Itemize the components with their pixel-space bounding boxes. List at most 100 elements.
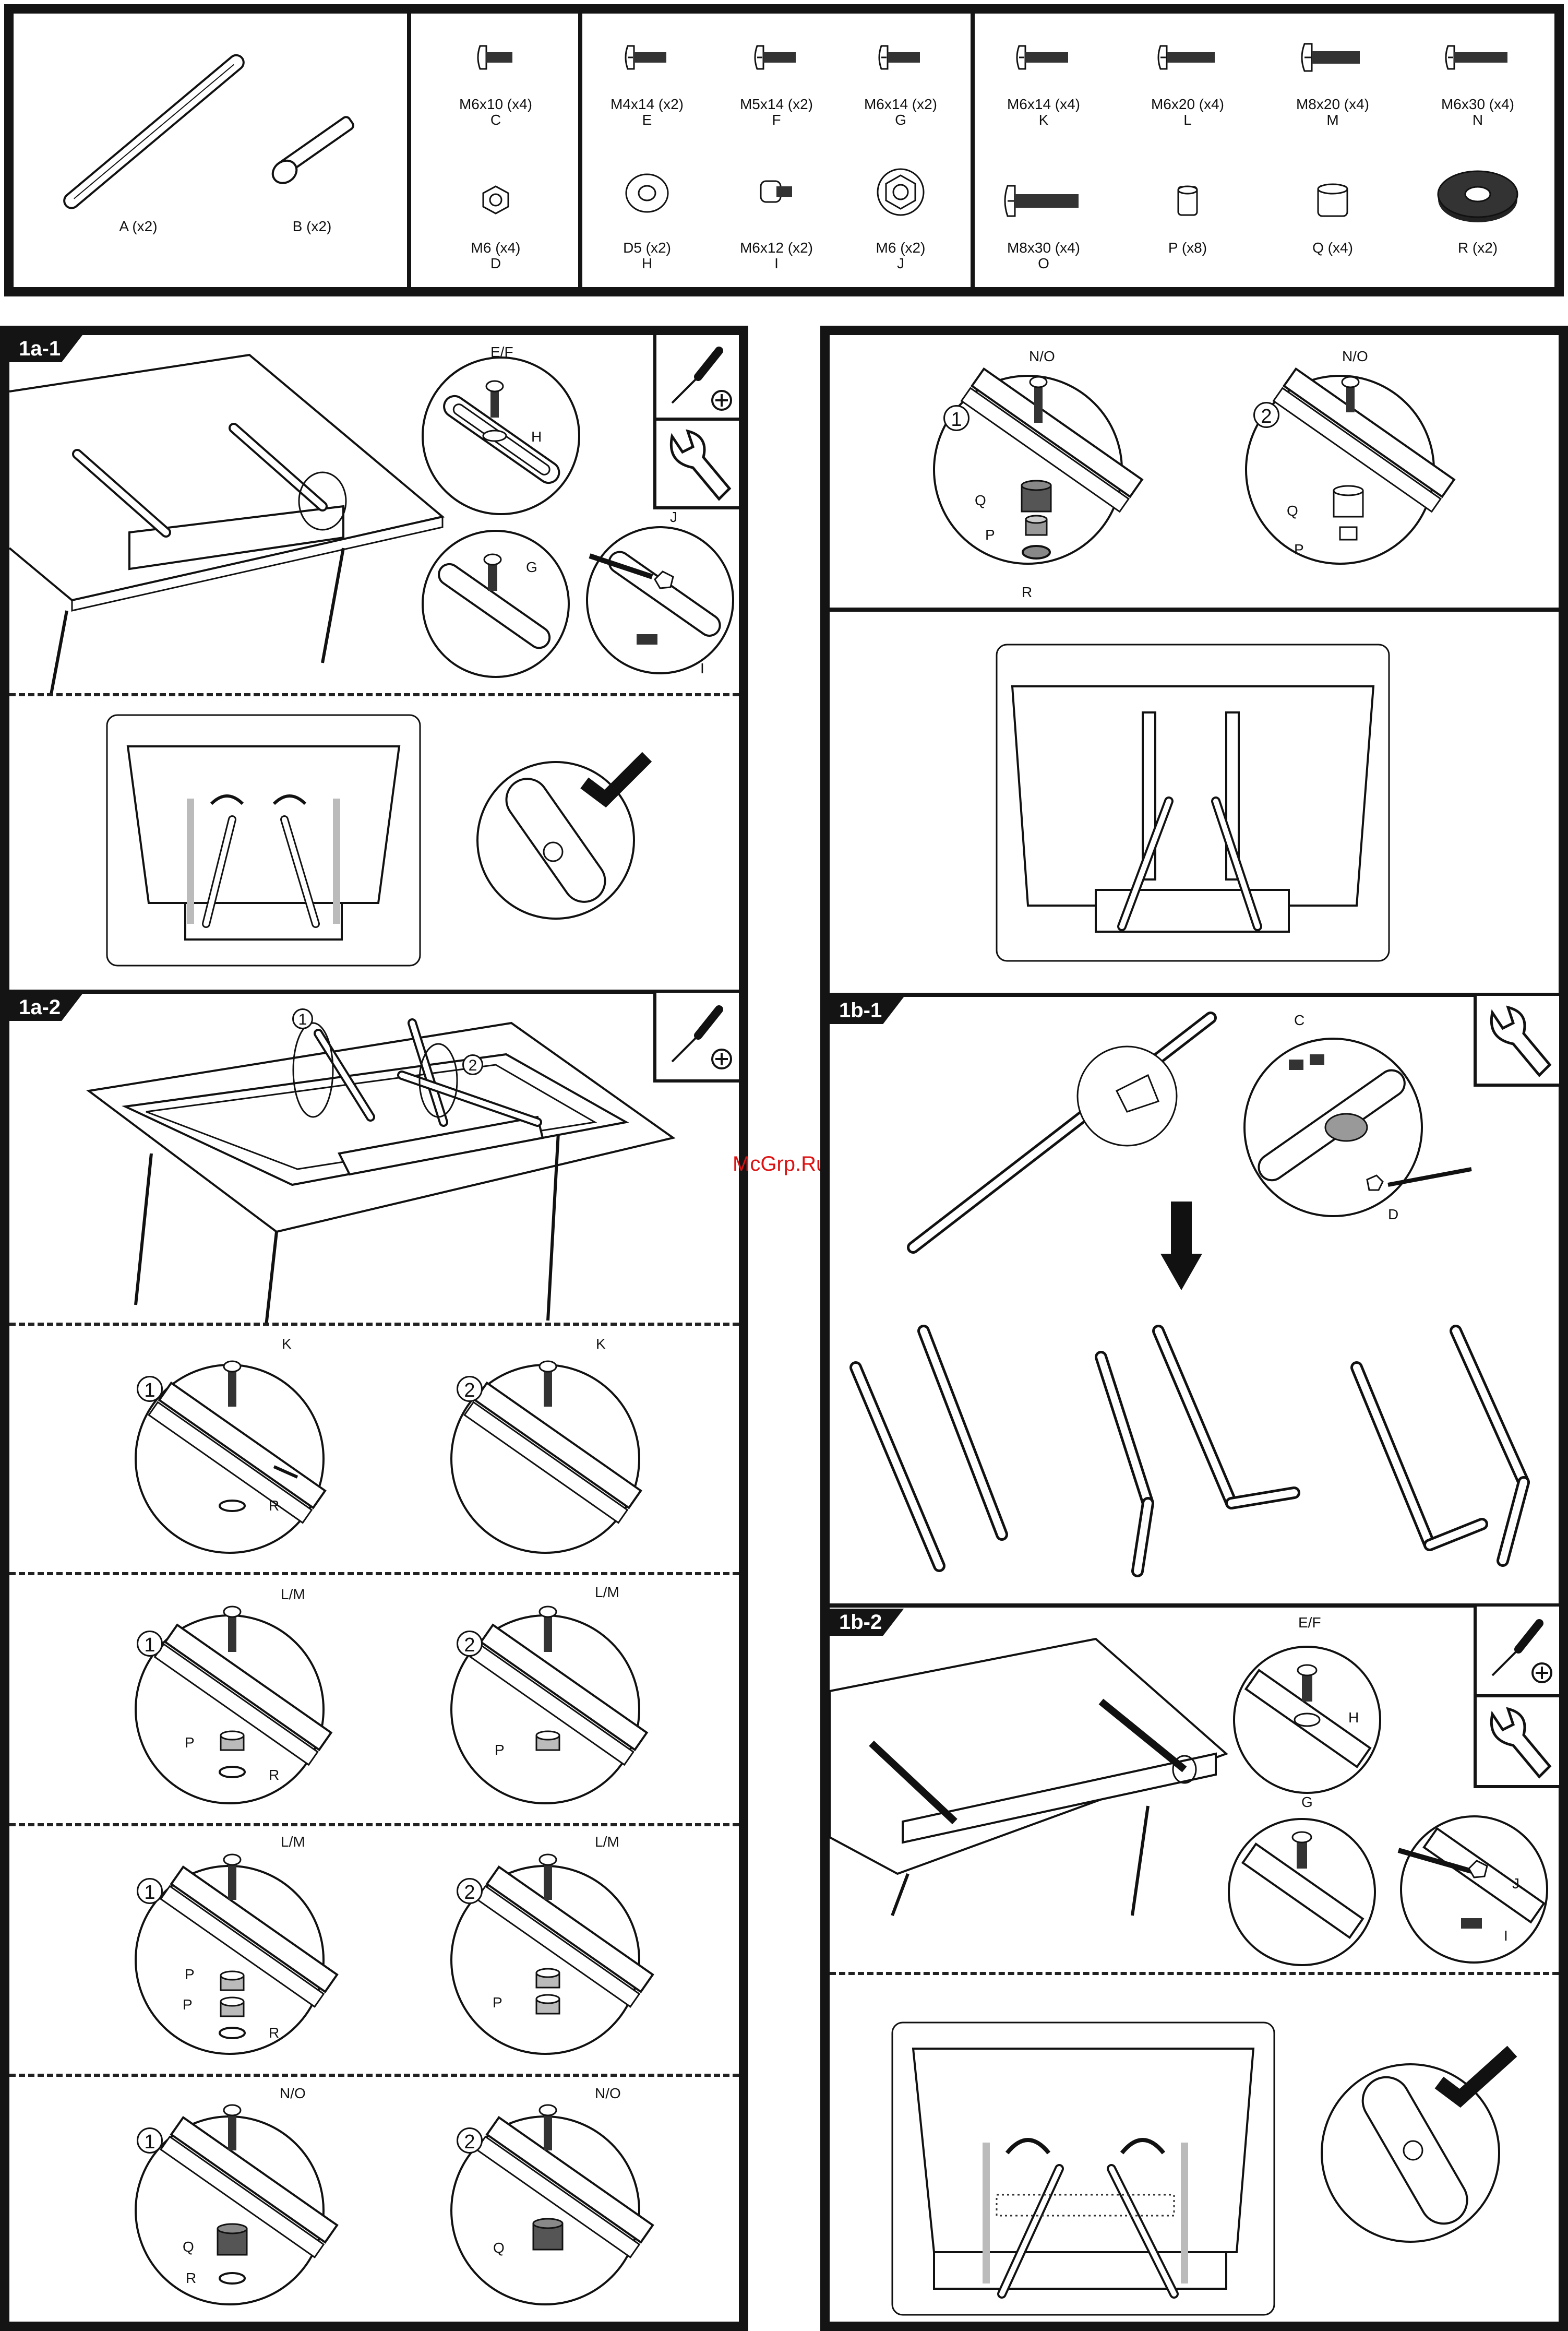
callout-k: K bbox=[596, 1336, 606, 1352]
callout-no: N/O bbox=[595, 2085, 621, 2101]
down-arrow-icon bbox=[1160, 1202, 1202, 1290]
detail-circle-right-no-1 bbox=[933, 367, 1144, 565]
detail-circle-ef-h bbox=[422, 356, 580, 515]
screwdriver-icon bbox=[671, 1005, 732, 1069]
step-divider bbox=[9, 990, 739, 994]
callout-p: P bbox=[493, 1994, 502, 2011]
flange-nut-icon bbox=[877, 168, 925, 216]
detail-circle-g bbox=[422, 530, 570, 678]
callout-r: R bbox=[269, 1497, 280, 1514]
detail-circle-g-right bbox=[1228, 1818, 1376, 1966]
bracket-assembly-illustration bbox=[907, 1012, 1217, 1254]
section-divider bbox=[9, 693, 739, 696]
callout-i: I bbox=[1504, 1928, 1508, 1944]
callout-g: G bbox=[1301, 1794, 1313, 1810]
step-divider bbox=[830, 1603, 1559, 1608]
table-with-brackets-illustration bbox=[8, 353, 445, 695]
part-label-b: B (x2) bbox=[292, 218, 332, 234]
callout-ef: E/F bbox=[490, 344, 513, 360]
part-label-a: A (x2) bbox=[119, 218, 158, 234]
long-bracket-illustration bbox=[63, 54, 245, 209]
callout-lm: L/M bbox=[595, 1584, 619, 1600]
detail-circle-ef-h-right bbox=[1233, 1646, 1381, 1794]
circled-number-two: 2 bbox=[457, 1631, 483, 1657]
circled-number-one: 1 bbox=[292, 1008, 313, 1029]
wrench-tool-box bbox=[653, 418, 742, 509]
detail-circle-lm-2 bbox=[450, 1605, 649, 1804]
parts-divider bbox=[578, 4, 582, 296]
circled-number-two: 2 bbox=[1253, 402, 1279, 428]
callout-r: R bbox=[1022, 584, 1033, 600]
circled-number-two: 2 bbox=[457, 1376, 483, 1402]
callout-lm: L/M bbox=[595, 1834, 619, 1850]
callout-no: N/O bbox=[1029, 348, 1055, 364]
screwdriver-icon bbox=[1491, 1619, 1552, 1683]
callout-lm: L/M bbox=[281, 1834, 305, 1850]
callout-p: P bbox=[185, 1966, 195, 1982]
screwdriver-tool-box bbox=[653, 332, 742, 421]
callout-h: H bbox=[531, 429, 542, 445]
short-bracket-illustration bbox=[271, 116, 354, 184]
section-divider bbox=[9, 1823, 739, 1826]
callout-j: J bbox=[670, 509, 677, 525]
screwdriver-icon bbox=[671, 347, 732, 411]
circled-number-one: 1 bbox=[137, 1376, 163, 1402]
callout-ef: E/F bbox=[1298, 1614, 1321, 1631]
screw-icon bbox=[1301, 43, 1360, 72]
callout-r: R bbox=[269, 2025, 280, 2041]
wrench-tool-box bbox=[1474, 993, 1562, 1087]
screw-icon bbox=[1016, 45, 1068, 70]
screw-icon bbox=[754, 45, 796, 70]
circled-number-one: 1 bbox=[943, 405, 969, 431]
circled-number-two: 2 bbox=[457, 1878, 483, 1904]
detail-circle-j-i-right bbox=[1397, 1815, 1548, 1964]
bolt-icon bbox=[760, 180, 792, 203]
tv-on-table-illustration bbox=[86, 1018, 676, 1326]
callout-i: I bbox=[700, 660, 704, 676]
callout-q: Q bbox=[975, 492, 986, 508]
tv-back-rotate-illustration-right bbox=[891, 2021, 1275, 2316]
screwdriver-tool-box bbox=[1474, 1603, 1562, 1697]
step-divider bbox=[830, 608, 1559, 612]
callout-p: P bbox=[985, 527, 995, 543]
washer-icon bbox=[625, 173, 669, 213]
detail-circle-lm-3 bbox=[135, 1853, 339, 2055]
section-divider bbox=[830, 1972, 1559, 1975]
check-detail-circle-right bbox=[1321, 2045, 1517, 2243]
detail-circle-right-no-2 bbox=[1245, 367, 1456, 565]
callout-d: D bbox=[1388, 1206, 1399, 1222]
wrench-icon bbox=[669, 429, 732, 501]
section-divider bbox=[9, 2074, 739, 2077]
screw-icon bbox=[1445, 45, 1507, 70]
wrench-icon bbox=[1490, 1005, 1552, 1077]
callout-no: N/O bbox=[280, 2085, 306, 2101]
detail-circle-lm-4 bbox=[450, 1853, 654, 2055]
screw-icon bbox=[625, 45, 666, 70]
section-divider bbox=[9, 1572, 739, 1575]
callout-q: Q bbox=[183, 2239, 194, 2255]
callout-no: N/O bbox=[1342, 348, 1368, 364]
section-divider bbox=[9, 1323, 739, 1326]
step-label-1a-2: 1a-2 bbox=[9, 994, 82, 1021]
detail-circle-lm-1 bbox=[135, 1605, 333, 1804]
callout-h: H bbox=[1348, 1709, 1359, 1726]
rubber-washer-icon bbox=[1437, 170, 1518, 222]
spacer-icon bbox=[1317, 183, 1348, 217]
nut-icon bbox=[482, 185, 509, 215]
step-label-1a-1: 1a-1 bbox=[9, 335, 82, 362]
screw-icon bbox=[477, 45, 512, 70]
detail-circle-no-1 bbox=[135, 2104, 339, 2305]
table-with-bar-illustration bbox=[829, 1637, 1228, 1917]
detail-circle-k-1 bbox=[135, 1360, 327, 1554]
callout-p: P bbox=[1294, 541, 1304, 557]
screw-icon bbox=[1157, 45, 1215, 70]
detail-circle-k-2 bbox=[450, 1360, 642, 1554]
screw-icon bbox=[1004, 185, 1079, 217]
tv-back-vertical-brackets-illustration bbox=[996, 644, 1390, 962]
callout-k: K bbox=[282, 1336, 292, 1352]
circled-number-one: 1 bbox=[137, 1631, 163, 1657]
detail-circle-c-d bbox=[1243, 1038, 1472, 1217]
callout-p: P bbox=[183, 1996, 193, 2013]
parts-divider bbox=[971, 4, 975, 296]
screw-icon bbox=[878, 45, 920, 70]
